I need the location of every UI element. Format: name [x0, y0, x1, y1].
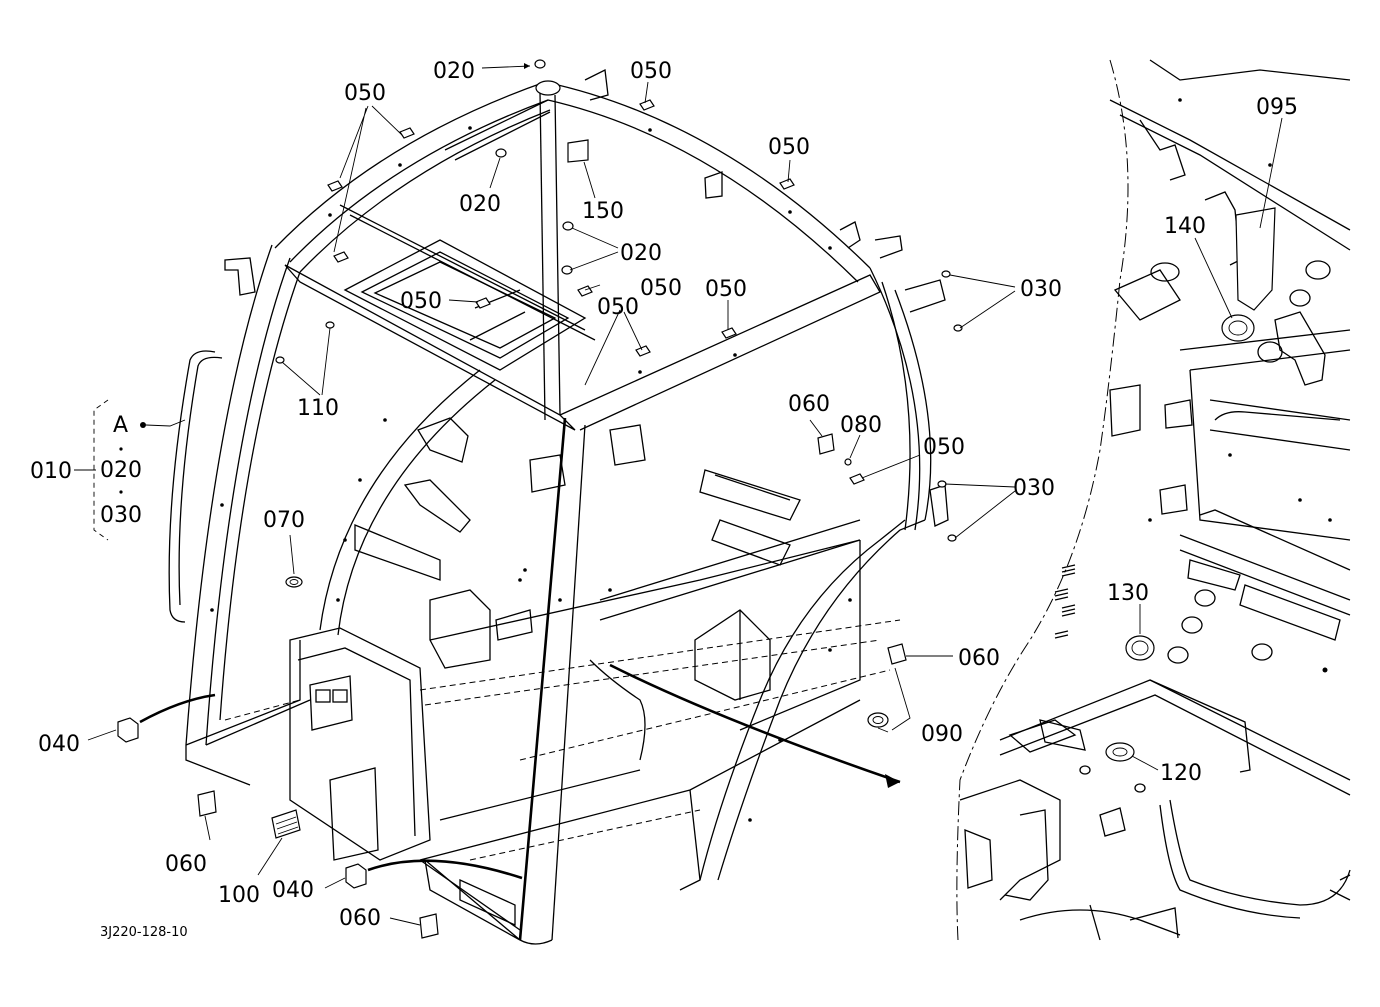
part-100: [271, 809, 301, 839]
part-040-bottom: [345, 863, 367, 889]
callout-050-d: 050: [400, 289, 442, 314]
leader-lines: [74, 63, 1283, 926]
callout-140: 140: [1164, 214, 1206, 239]
callout-020-mid: 020: [459, 192, 501, 217]
group-member-030: 030: [100, 503, 142, 528]
callout-080: 080: [840, 413, 882, 438]
callout-050-a: 050: [344, 81, 386, 106]
part-070: [285, 576, 303, 588]
cabin-frame: [168, 69, 949, 945]
callout-050-f: 050: [597, 295, 639, 320]
part-095: [1235, 207, 1276, 311]
callout-020-top: 020: [433, 59, 475, 84]
part-020-mid: [495, 148, 507, 158]
part-090: [867, 712, 889, 728]
part-020-right-a: [562, 221, 574, 231]
callout-050-h: 050: [923, 435, 965, 460]
callout-130: 130: [1107, 581, 1149, 606]
group-member-a: A: [113, 413, 128, 438]
part-020-top: [534, 59, 546, 69]
part-top-ring: [535, 80, 561, 96]
part-040-left: [117, 717, 139, 743]
part-020-right-b: [561, 265, 573, 275]
callout-030-a: 030: [1020, 277, 1062, 302]
callout-labels: 020 050 050 050 020 150 020 030 050 050 …: [30, 59, 1298, 940]
callout-030-b: 030: [1013, 476, 1055, 501]
callout-095: 095: [1256, 95, 1298, 120]
part-150: [567, 139, 589, 163]
callout-050-b: 050: [630, 59, 672, 84]
callout-060-c: 060: [165, 852, 207, 877]
callout-050-e: 050: [640, 276, 682, 301]
part-060-left: [197, 790, 217, 817]
part-140: [1221, 314, 1255, 342]
callout-120: 120: [1160, 761, 1202, 786]
callout-050-g: 050: [705, 277, 747, 302]
detail-view: [956, 59, 1351, 941]
detail-bolts: [1148, 98, 1332, 522]
part-060-upper: [817, 433, 835, 455]
callout-040-b: 040: [272, 878, 314, 903]
part-060-right: [887, 643, 907, 665]
callout-060-d: 060: [339, 906, 381, 931]
callout-070: 070: [263, 508, 305, 533]
frame-bolts: [210, 126, 852, 822]
callout-060-a: 060: [788, 392, 830, 417]
callout-100: 100: [218, 883, 260, 908]
callout-040-a: 040: [38, 732, 80, 757]
callout-020-right: 020: [620, 241, 662, 266]
callout-150: 150: [582, 199, 624, 224]
callout-050-c: 050: [768, 135, 810, 160]
callout-060-b: 060: [958, 646, 1000, 671]
group-member-020: 020: [100, 458, 142, 483]
part-060-bottom: [419, 913, 439, 939]
group-label-010: 010: [30, 459, 72, 484]
drawing-code: 3J220-128-10: [100, 925, 188, 940]
part-120: [1105, 742, 1135, 762]
callout-090: 090: [921, 722, 963, 747]
part-130: [1125, 635, 1155, 661]
parts: [117, 59, 963, 939]
callout-110: 110: [297, 396, 339, 421]
